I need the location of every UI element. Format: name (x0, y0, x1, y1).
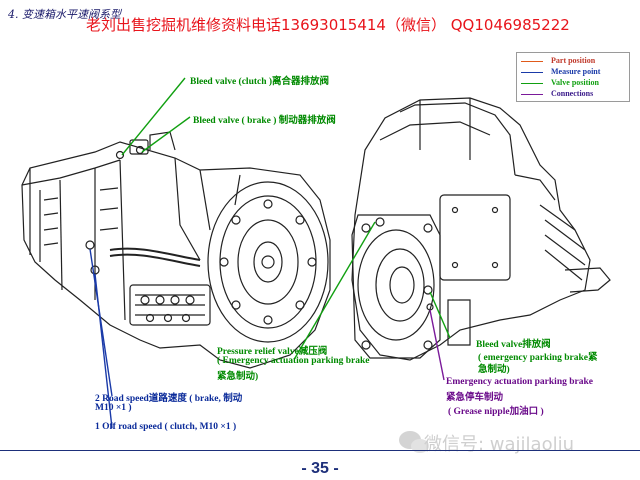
label-off-road-speed: 1 Off road speed ( clutch, M10 ×1 ) (95, 422, 237, 432)
legend: Part position Measure point Valve positi… (516, 52, 630, 102)
connection-leader-lines (429, 309, 445, 381)
wechat-watermark: 微信号: wajilaoliu (424, 434, 574, 455)
legend-label: Measure point (551, 67, 601, 76)
label-emergency-actuation-cn: 紧急停车制动 (446, 393, 504, 403)
label-road-speed: 2 Road speed道路速度 ( brake, 制动 (95, 394, 243, 404)
label-bleed-valve-brake: Bleed valve ( brake ) 制动器排放阀 (193, 116, 336, 126)
legend-swatch (521, 83, 543, 84)
label-grease-nipple: ( Grease nipple加油口 ) (448, 407, 544, 417)
legend-item-part-position: Part position (521, 56, 627, 67)
legend-label: Part position (551, 56, 596, 65)
legend-label: Valve position (551, 78, 599, 87)
right-input-flange (351, 214, 441, 359)
measure-leader-lines (89, 248, 113, 429)
legend-item-connections: Connections (521, 89, 627, 100)
legend-item-measure-point: Measure point (521, 67, 627, 78)
legend-item-valve-position: Valve position (521, 78, 627, 89)
legend-swatch (521, 94, 543, 95)
label-bleed-valve-clutch: Bleed valve (clutch )离合器排放阀 (190, 77, 330, 87)
label-pressure-relief-cn: 紧急制动) (217, 372, 259, 382)
right-transmission-housing (351, 97, 611, 361)
label-emergency-actuation: Emergency actuation parking brake (446, 377, 593, 387)
label-road-speed-thread: M10 ×1 ) (95, 403, 132, 413)
label-bleed-valve-right: Bleed valve排放阀 (476, 340, 551, 350)
left-output-flange (207, 181, 329, 343)
footer-divider (0, 450, 640, 451)
contact-banner: 老刘出售挖掘机维修资料电话13693015414（微信） QQ104698522… (86, 16, 570, 34)
page-number: - 35 - (301, 460, 339, 477)
label-pressure-relief-detail: ( Emergency actuation parking brake (217, 356, 370, 366)
left-transmission-housing (21, 131, 331, 369)
label-bleed-valve-right-cn: 急制动) (478, 365, 510, 375)
wechat-icon (399, 431, 429, 453)
valve-leader-lines (121, 77, 451, 359)
legend-label: Connections (551, 89, 594, 98)
road-speed-sensor (85, 240, 95, 250)
label-pressure-relief-valve: Pressure relief valve减压阀 (217, 347, 328, 357)
section-title: 4. 变速箱水平速阀系型 (8, 8, 121, 21)
label-bleed-valve-right-detail: ( emergency parking brake紧 (478, 353, 598, 363)
legend-swatch (521, 61, 543, 62)
legend-swatch (521, 72, 543, 73)
